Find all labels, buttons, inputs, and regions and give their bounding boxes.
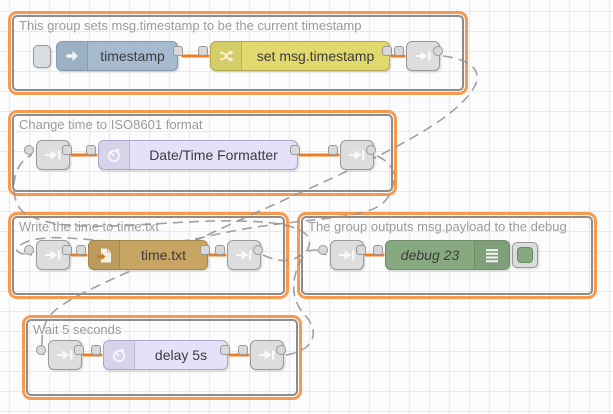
link-out-icon [228, 241, 260, 269]
link-port[interactable] [318, 245, 328, 255]
delay-node[interactable]: delay 5s [103, 340, 228, 370]
node-port[interactable] [173, 46, 183, 56]
node-port[interactable] [356, 245, 366, 255]
node-port[interactable] [382, 46, 392, 56]
node-port[interactable] [91, 345, 101, 355]
inject-icon [57, 42, 88, 70]
group-set-timestamp[interactable]: This group sets msg.timestamp to be the … [8, 11, 468, 95]
link-out-node[interactable] [227, 240, 261, 270]
link-in-node[interactable] [36, 240, 70, 270]
link-in-icon [49, 341, 81, 369]
link-port[interactable] [276, 345, 286, 355]
link-wire-timestamp-to-wait[interactable] [41, 55, 478, 356]
node-port[interactable] [394, 46, 404, 56]
node-port[interactable] [238, 345, 248, 355]
debug-node[interactable]: debug 23 [385, 240, 510, 270]
change-icon [211, 42, 242, 70]
link-port[interactable] [366, 145, 376, 155]
link-port[interactable] [24, 145, 34, 155]
node-port[interactable] [62, 245, 72, 255]
debug-toggle-state [517, 247, 533, 263]
group-border [12, 216, 285, 295]
change-node[interactable]: set msg.timestamp [210, 41, 390, 71]
debug-lines-icon [474, 241, 509, 269]
node-port[interactable] [76, 245, 86, 255]
link-in-icon [37, 141, 69, 169]
node-port[interactable] [215, 245, 225, 255]
link-in-icon [37, 241, 69, 269]
file-node[interactable]: time.txt [88, 240, 208, 270]
inject-node[interactable]: timestamp [56, 41, 178, 71]
node-label: Date/Time Formatter [149, 147, 278, 163]
link-port[interactable] [24, 245, 34, 255]
group-debug-output[interactable]: The group outputs msg.payload to the deb… [297, 212, 597, 299]
node-port[interactable] [373, 245, 383, 255]
inject-button[interactable] [33, 45, 51, 68]
link-out-icon [341, 141, 373, 169]
link-port[interactable] [36, 345, 46, 355]
group-border [12, 15, 464, 91]
file-in-icon [89, 241, 120, 269]
node-port[interactable] [86, 145, 96, 155]
node-label: delay 5s [154, 347, 208, 363]
group-label: The group outputs msg.payload to the deb… [308, 219, 567, 234]
node-port[interactable] [74, 345, 84, 355]
group-iso8601[interactable]: Change time to ISO8601 format [8, 110, 397, 196]
link-in-icon [331, 241, 363, 269]
group-wait-5s[interactable]: Wait 5 seconds [22, 315, 302, 400]
datetime-formatter-node[interactable]: Date/Time Formatter [98, 140, 298, 170]
group-label: Wait 5 seconds [33, 322, 122, 337]
group-border [26, 319, 298, 396]
node-label: set msg.timestamp [256, 48, 375, 64]
node-label: time.txt [140, 247, 187, 263]
group-label: This group sets msg.timestamp to be the … [19, 18, 362, 33]
node-port[interactable] [200, 245, 210, 255]
node-port[interactable] [198, 46, 208, 56]
node-port[interactable] [220, 345, 230, 355]
timer-icon [99, 141, 130, 169]
link-wire-wait-to-iso[interactable] [13, 154, 314, 356]
link-wire-formatter-to-file[interactable] [16, 155, 395, 256]
link-out-icon [251, 341, 283, 369]
link-wire-file-to-debug[interactable] [262, 249, 327, 262]
link-in-node[interactable] [48, 340, 82, 370]
node-port[interactable] [62, 145, 72, 155]
group-label: Change time to ISO8601 format [19, 117, 203, 132]
link-port[interactable] [253, 245, 263, 255]
node-port[interactable] [290, 145, 300, 155]
node-label: debug 23 [400, 247, 460, 263]
node-port[interactable] [328, 145, 338, 155]
debug-toggle-button[interactable] [512, 242, 538, 268]
group-border [12, 114, 393, 192]
timer-icon [104, 341, 135, 369]
link-out-icon [407, 42, 439, 70]
link-port[interactable] [433, 46, 443, 56]
node-label: timestamp [100, 48, 165, 64]
